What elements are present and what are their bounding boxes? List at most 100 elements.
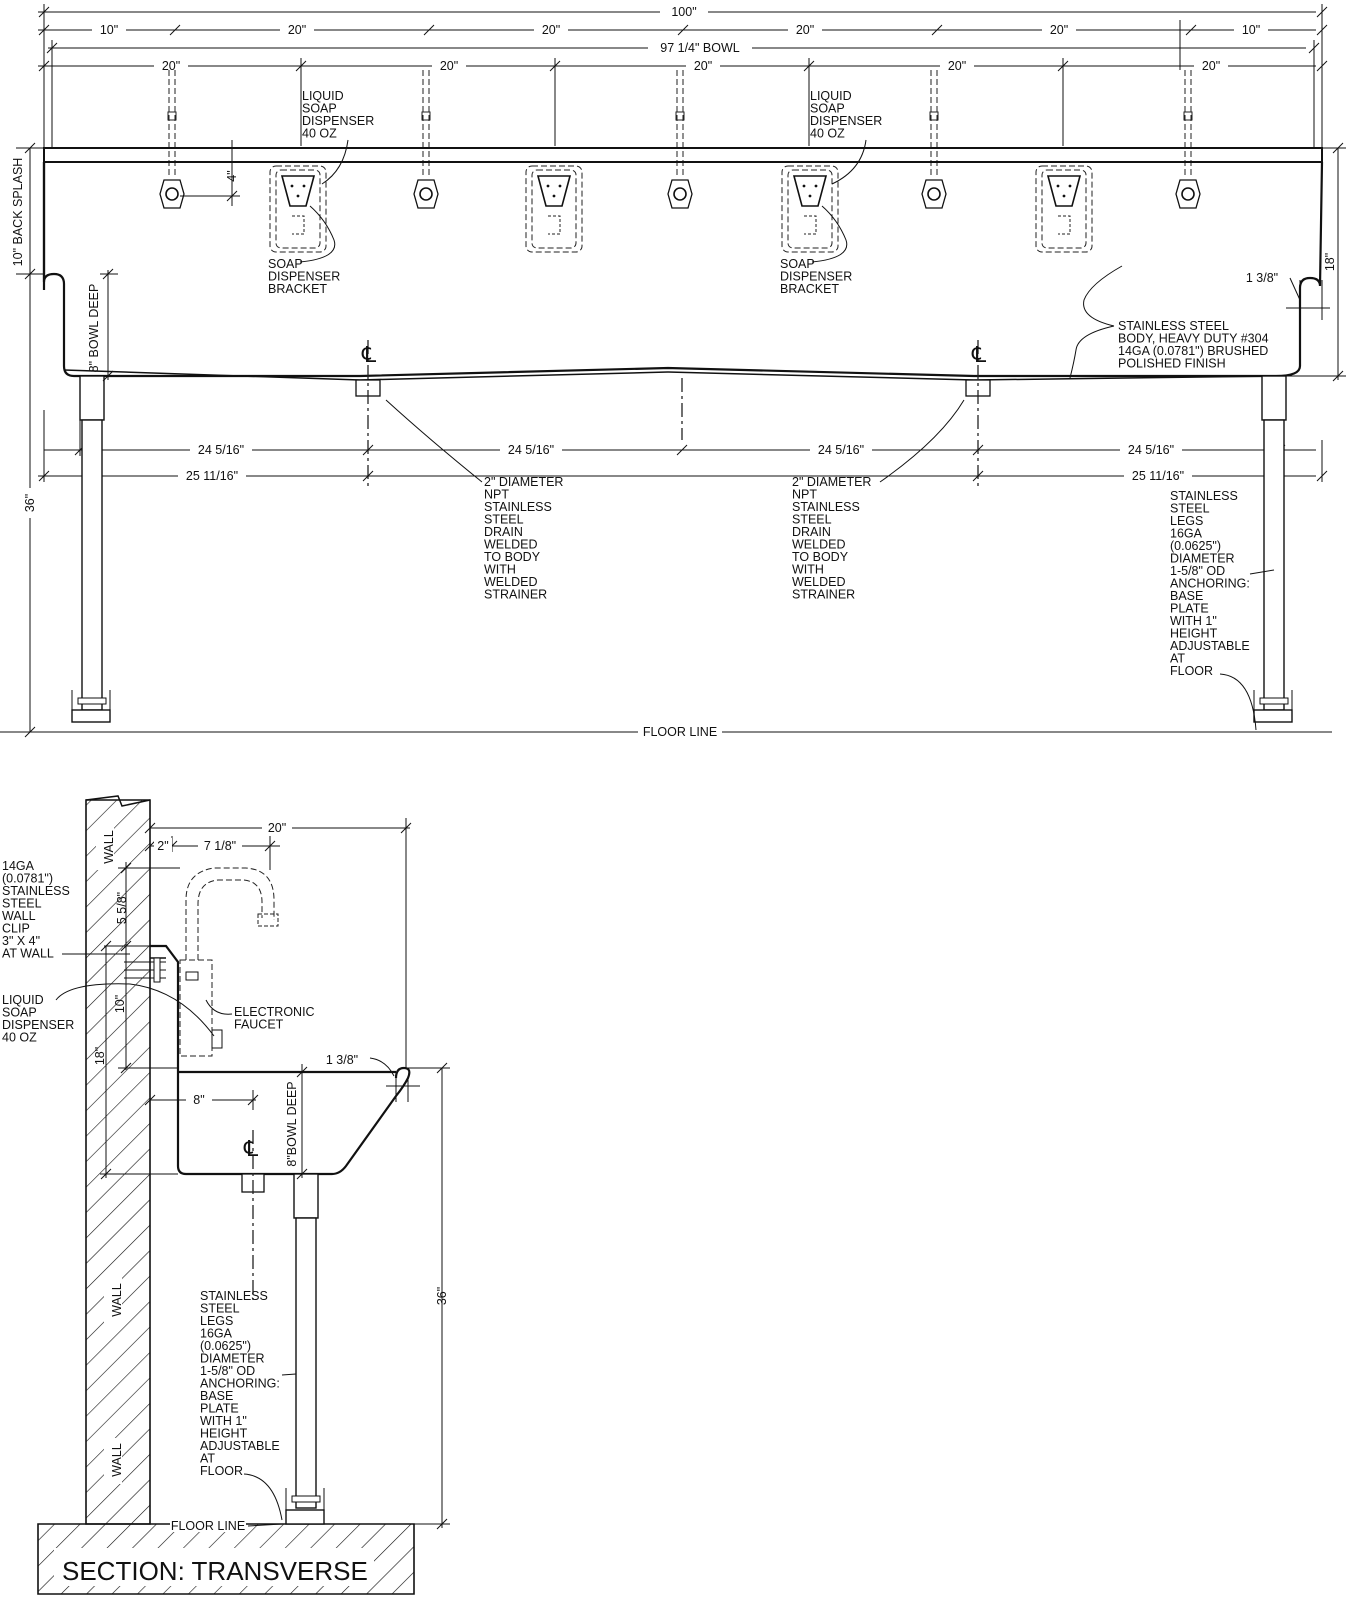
section-dim-10: 10" — [113, 995, 127, 1013]
section-dim-20: 20" — [268, 821, 286, 835]
note-body: STAINLESS STEEL BODY, HEAVY DUTY #304 14… — [1118, 319, 1272, 371]
dim-faucet-2: 20" — [440, 59, 458, 73]
faucet-1 — [159, 70, 185, 209]
section-legs-leader-upper — [281, 1373, 297, 1376]
leader-legs-lower — [1219, 673, 1257, 731]
section-legs-leader-lower — [243, 1473, 283, 1521]
soap-dispenser-3 — [781, 165, 839, 253]
section-floor-label: FLOOR LINE — [171, 1519, 245, 1533]
dim-bay-4: 20" — [1050, 23, 1068, 37]
dim-4in: 4" — [225, 170, 239, 181]
soap-dispenser-4 — [1035, 165, 1093, 253]
dimension-ticks — [38, 6, 1328, 72]
faucet-3 — [667, 70, 693, 209]
rim-leader — [369, 1057, 395, 1077]
drain-left: ℄ — [355, 340, 381, 486]
bowl-floor-left — [63, 369, 361, 381]
dim-end-left: 10" — [100, 23, 118, 37]
backsplash-top-rail — [43, 147, 1323, 163]
leg-right — [1253, 375, 1293, 723]
note-drain-right: 2" DIAMETER NPT STAINLESS STEEL DRAIN WE… — [792, 475, 875, 602]
sink-body-outline — [42, 161, 1324, 378]
section-dim-rim: 1 3/8" — [326, 1053, 358, 1067]
note-soap-bracket-left: SOAP DISPENSER BRACKET — [268, 257, 344, 296]
dim-faucet-3: 20" — [694, 59, 712, 73]
faucet-4 — [921, 70, 947, 209]
section-dim-5-5-8: 5 5/8" — [115, 892, 129, 924]
dim-drain-3: 24 5/16" — [818, 443, 864, 457]
faucet-5 — [1175, 70, 1201, 209]
dim-drain-2: 24 5/16" — [508, 443, 554, 457]
soap-leader — [55, 983, 215, 1037]
dim-bay-3: 20" — [796, 23, 814, 37]
note-drain-left: 2" DIAMETER NPT STAINLESS STEEL DRAIN WE… — [484, 475, 567, 602]
dim-bay-2: 20" — [542, 23, 560, 37]
centerline-symbol: ℄ — [971, 342, 987, 367]
dim-drain-1: 24 5/16" — [198, 443, 244, 457]
left-vertical-dims: 10" BACK SPLASH 36" 8" BOWL DEEP 4" — [11, 140, 240, 738]
dim-rim: 1 3/8" — [1246, 271, 1278, 285]
faucet-2 — [413, 70, 439, 209]
note-legs: STAINLESS STEEL LEGS 16GA (0.0625") DIAM… — [1170, 489, 1253, 678]
right-vertical-dims: 18" 1 3/8" — [1246, 142, 1346, 382]
wall-label-mid: WALL — [110, 1283, 124, 1317]
note-section-soap: LIQUID SOAP DISPENSER 40 OZ — [2, 993, 78, 1045]
dim-faucet-5: 20" — [1202, 59, 1220, 73]
floor-leader — [247, 1523, 283, 1527]
elevation-notes: LIQUID SOAP DISPENSER 40 OZ LIQUID SOAP … — [268, 89, 1275, 731]
dim-18in: 18" — [1323, 253, 1337, 271]
dim-bowl-deep: 8" BOWL DEEP — [87, 284, 101, 373]
leader-liquid-soap-right — [831, 139, 867, 185]
dim-edge-left: 25 11/16" — [186, 469, 238, 483]
transverse-section: SECTION: TRANSVERSE WALL WALL WALL — [2, 795, 450, 1595]
dim-faucet-4: 20" — [948, 59, 966, 73]
note-wall-clip: 14GA (0.0781") STAINLESS STEEL WALL CLIP… — [2, 859, 73, 961]
faucet-leader — [205, 999, 233, 1015]
faucet-group — [159, 70, 1201, 209]
dim-height: 36" — [23, 494, 37, 512]
top-dimension-lines: 100" 10" 10" 20" 20" 20" 20" 97 1/4" BOW… — [38, 4, 1328, 148]
leader-soap-bracket-right — [811, 205, 848, 263]
wall-label-top: WALL — [102, 830, 116, 864]
floor-line-label: FLOOR LINE — [643, 725, 717, 739]
wall-anchors — [124, 957, 166, 983]
dim-end-right: 10" — [1242, 23, 1260, 37]
centerline-symbol: ℄ — [361, 342, 377, 367]
note-liquid-soap-right: LIQUID SOAP DISPENSER 40 OZ — [810, 89, 886, 141]
soap-dispenser-group — [269, 165, 1093, 253]
section-sink-profile — [150, 944, 411, 1176]
dim-bay-1: 20" — [288, 23, 306, 37]
leader-drain-left — [385, 399, 483, 483]
leader-body-upper — [1083, 265, 1123, 327]
leader-legs-upper — [1249, 569, 1275, 575]
soap-dispenser-1 — [269, 165, 327, 253]
section-dim-bowl-deep: 8"BOWL DEEP — [285, 1081, 299, 1166]
leader-drain-right — [879, 399, 965, 483]
dim-faucet-1: 20" — [162, 59, 180, 73]
section-dim-18: 18" — [93, 1047, 107, 1065]
note-faucet: ELECTRONIC FAUCET — [234, 1005, 318, 1032]
section-dim-8: 8" — [193, 1093, 204, 1107]
front-elevation: 100" 10" 10" 20" 20" 20" 20" 97 1/4" BOW… — [0, 4, 1346, 739]
section-dimensions: 20" 2" 7 1/8" 5 5/8" 10" 18" — [93, 818, 450, 1530]
centerline-symbol: ℄ — [243, 1136, 259, 1161]
leader-liquid-soap-left — [321, 139, 349, 185]
wall-break — [85, 795, 151, 807]
dim-bowl: 97 1/4" BOWL — [660, 41, 740, 55]
dim-backsplash: 10" BACK SPLASH — [11, 158, 25, 267]
soap-dispenser-2 — [525, 165, 583, 253]
leader-soap-bracket-left — [299, 205, 336, 263]
bowl-floor-mid-right — [667, 371, 975, 381]
title-mask — [54, 1548, 374, 1586]
section-title: SECTION: TRANSVERSE — [62, 1556, 368, 1586]
section-faucet — [179, 867, 279, 1057]
bowl-floor-mid-left — [359, 371, 669, 381]
section-dim-2: 2" — [157, 839, 168, 853]
wall-label-low: WALL — [110, 1443, 124, 1477]
bottom-dimension-lines: 24 5/16" 24 5/16" 24 5/16" 24 5/16" 25 1… — [38, 382, 1328, 483]
dim-edge-right: 25 11/16" — [1132, 469, 1184, 483]
section-leg — [285, 1173, 325, 1525]
drain-right: ℄ — [965, 340, 991, 486]
leader-body-lower — [1069, 325, 1115, 379]
